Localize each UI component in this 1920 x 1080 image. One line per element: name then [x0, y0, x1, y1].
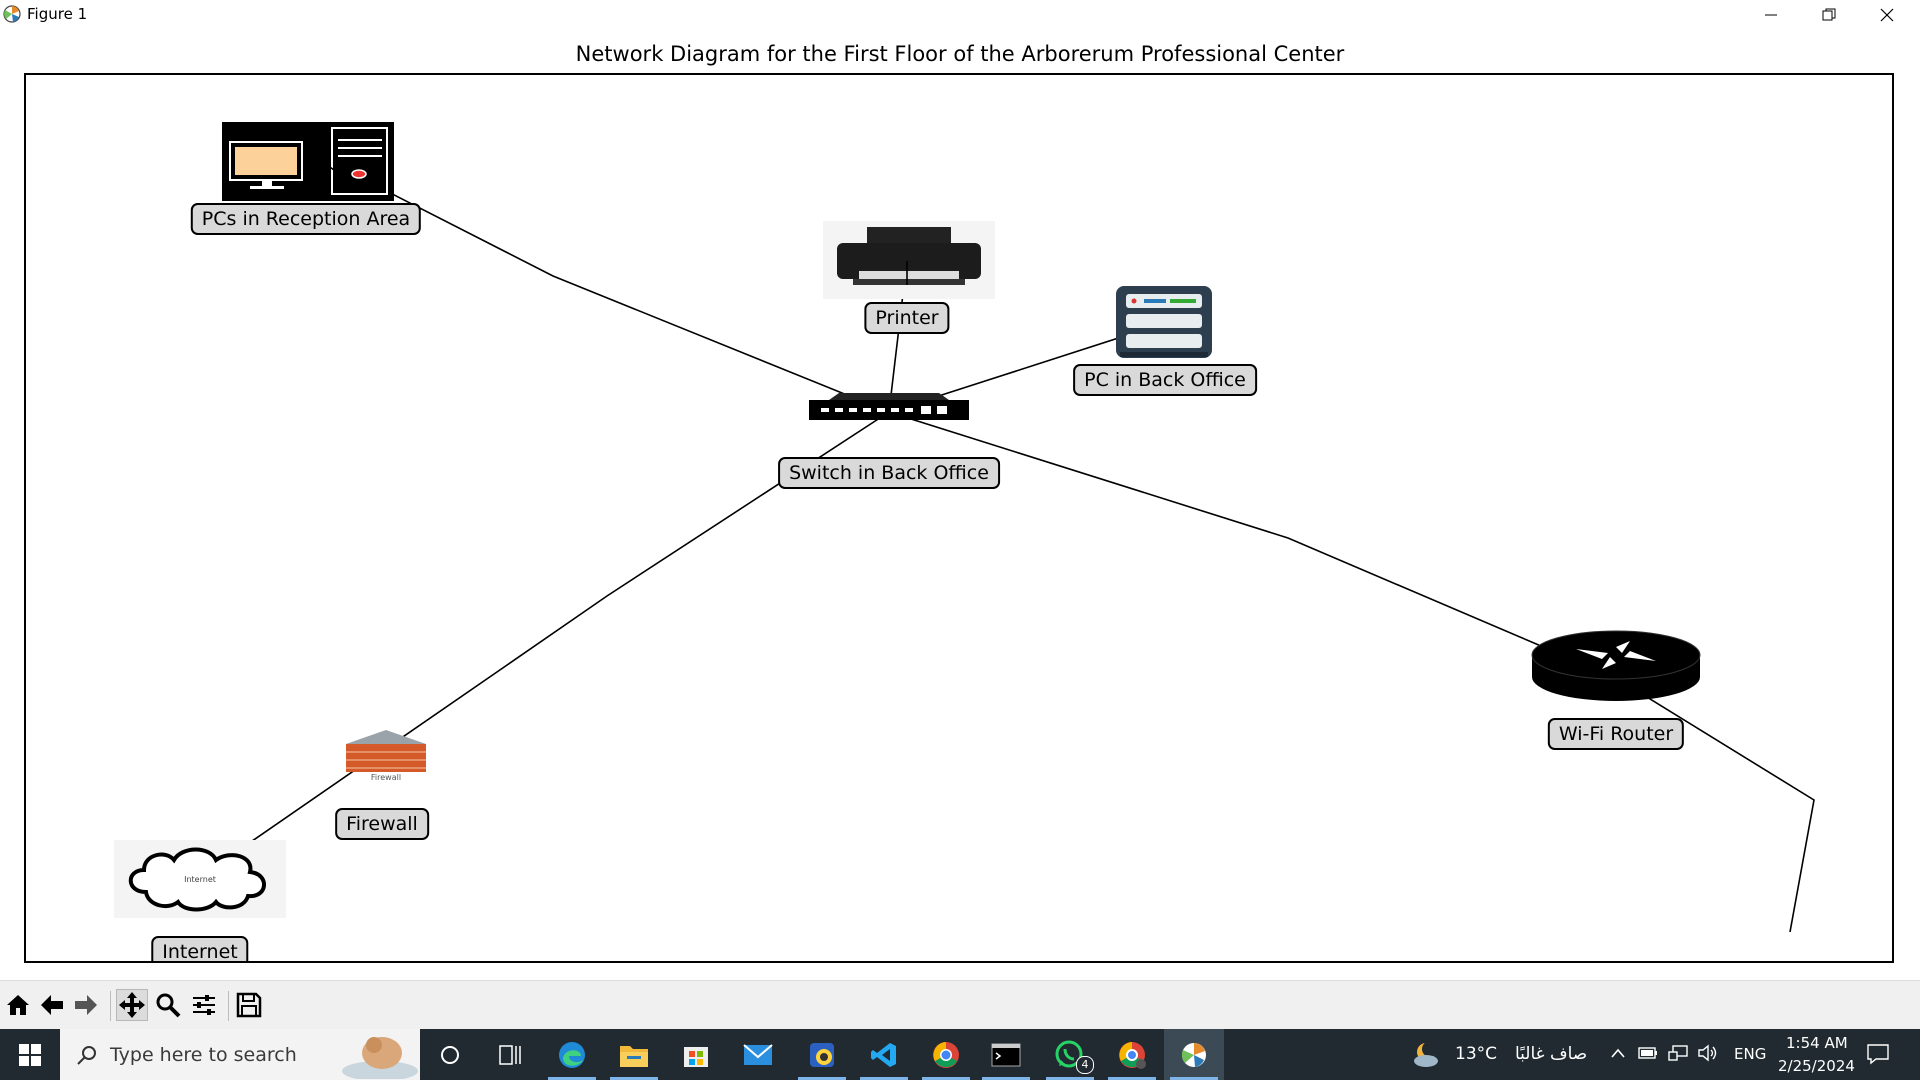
chrome-icon — [933, 1041, 959, 1068]
firewall-icon-text: Firewall — [371, 773, 401, 782]
toolbar-separator — [228, 991, 229, 1021]
matplotlib-icon — [1181, 1042, 1206, 1067]
matplotlib-toolbar — [0, 980, 1920, 1030]
cortana-circle-icon — [441, 1045, 459, 1064]
pcs-icon — [222, 122, 394, 201]
plot-axes: Firewall Internet PCs in Reception Area … — [24, 73, 1894, 963]
taskbar-matplotlib-figure[interactable] — [1164, 1029, 1224, 1080]
label-printer: Printer — [864, 302, 950, 334]
back-arrow-icon — [41, 995, 63, 1015]
taskbar-chrome-profile[interactable] — [1102, 1029, 1162, 1080]
taskbar-store[interactable] — [666, 1029, 726, 1080]
start-button[interactable] — [0, 1029, 60, 1080]
taskbar-file-explorer[interactable] — [604, 1029, 664, 1080]
network-icon[interactable] — [1668, 1044, 1690, 1062]
windows-logo-icon — [19, 1043, 41, 1066]
label-internet: Internet — [151, 936, 249, 961]
taskbar-chrome[interactable] — [916, 1029, 976, 1080]
notification-center-icon[interactable] — [1866, 1043, 1890, 1065]
forward-arrow-icon — [75, 995, 97, 1015]
restore-icon — [1822, 8, 1836, 21]
taskbar-mail[interactable] — [728, 1029, 788, 1080]
printer-icon — [823, 221, 995, 299]
wifi-router-icon — [1531, 630, 1701, 701]
taskbar-terminal[interactable] — [976, 1029, 1036, 1080]
battery-icon[interactable] — [1638, 1046, 1658, 1060]
close-icon — [1880, 8, 1894, 22]
weather-description[interactable]: صاف غالبًا — [1515, 1044, 1588, 1064]
task-view-icon — [499, 1044, 521, 1065]
label-pc-back-office: PC in Back Office — [1073, 364, 1257, 396]
pan-button[interactable] — [116, 989, 148, 1021]
folder-icon — [620, 1045, 648, 1067]
label-firewall: Firewall — [335, 808, 429, 840]
task-view-button[interactable] — [480, 1029, 540, 1080]
forward-button[interactable] — [70, 989, 102, 1021]
save-icon — [236, 992, 262, 1018]
network-switch-icon — [809, 393, 969, 420]
taskbar-edge[interactable] — [542, 1029, 602, 1080]
network-edges — [199, 149, 1815, 933]
search-highlight-image-icon — [342, 1037, 418, 1079]
chrome-profile-icon — [1119, 1041, 1146, 1069]
zoom-button[interactable] — [152, 989, 184, 1021]
label-pcs-reception: PCs in Reception Area — [190, 203, 422, 235]
pan-icon — [119, 992, 145, 1018]
zoom-icon — [156, 993, 181, 1018]
whatsapp-notification-badge: 4 — [1076, 1056, 1094, 1074]
home-button[interactable] — [2, 989, 34, 1021]
internet-icon-text: Internet — [184, 875, 216, 884]
volume-icon[interactable] — [1697, 1044, 1719, 1062]
firewall-icon: Firewall — [346, 730, 426, 782]
figure-canvas[interactable]: Network Diagram for the First Floor of t… — [0, 30, 1920, 980]
python-launcher-icon — [810, 1042, 834, 1067]
terminal-icon — [991, 1043, 1021, 1066]
clock-date[interactable]: 2/25/2024 — [1778, 1057, 1855, 1075]
matplotlib-app-icon — [3, 5, 21, 23]
back-button[interactable] — [36, 989, 68, 1021]
restore-button[interactable] — [1800, 0, 1858, 30]
toolbar-separator — [110, 991, 111, 1021]
input-language[interactable]: ENG — [1734, 1045, 1767, 1063]
close-button[interactable] — [1858, 0, 1916, 30]
edge-switch-wifi — [888, 411, 1617, 679]
weather-temperature[interactable]: 13°C — [1455, 1044, 1498, 1064]
home-icon — [7, 995, 29, 1015]
mail-icon — [743, 1043, 773, 1065]
minimize-icon — [1765, 14, 1777, 16]
clock-time[interactable]: 1:54 AM — [1786, 1034, 1848, 1052]
window-titlebar: Figure 1 — [0, 0, 1920, 30]
edge-browser-icon — [559, 1041, 585, 1068]
minimize-button[interactable] — [1742, 0, 1800, 30]
taskbar-python-app[interactable] — [792, 1029, 852, 1080]
microsoft-store-icon — [684, 1046, 708, 1067]
whatsapp-icon — [1055, 1040, 1083, 1067]
taskbar-whatsapp[interactable]: 4 — [1040, 1029, 1100, 1080]
weather-moon-cloud-icon — [1414, 1041, 1438, 1067]
windows-taskbar: Type here to search 4 13°C صاف غال — [0, 1029, 1920, 1080]
figure-title: Network Diagram for the First Floor of t… — [575, 42, 1345, 66]
chevron-up-icon[interactable] — [1610, 1047, 1626, 1059]
label-switch: Switch in Back Office — [778, 457, 1000, 489]
server-pc-icon — [1116, 286, 1212, 358]
configure-subplots-button[interactable] — [188, 989, 220, 1021]
search-placeholder: Type here to search — [110, 1044, 297, 1066]
taskbar-vscode[interactable] — [854, 1029, 914, 1080]
cortana-button[interactable] — [420, 1029, 480, 1080]
configure-subplots-icon — [193, 995, 215, 1015]
label-wifi-router: Wi-Fi Router — [1547, 718, 1685, 750]
internet-cloud-icon: Internet — [114, 840, 286, 918]
save-button[interactable] — [233, 989, 265, 1021]
edge-wifi-dangling — [1615, 677, 1815, 933]
taskbar-search-box[interactable]: Type here to search — [60, 1029, 420, 1080]
vscode-icon — [871, 1042, 896, 1067]
search-icon — [77, 1046, 96, 1065]
window-title: Figure 1 — [27, 5, 88, 23]
